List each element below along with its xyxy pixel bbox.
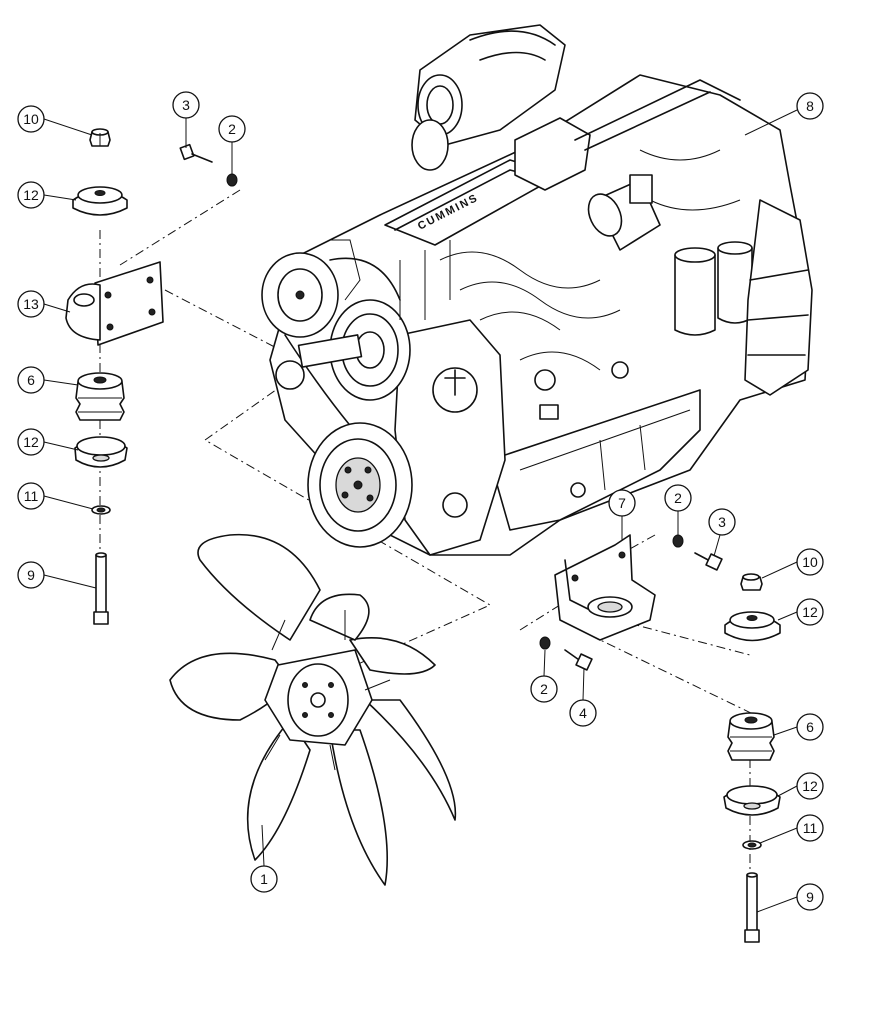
callout-11-right: 11: [759, 814, 824, 844]
callout-2-right-top: 2: [664, 484, 692, 535]
washer-part-12-left-bottom: [74, 436, 128, 468]
svg-text:10: 10: [802, 554, 818, 570]
washer-part-12-left-top: [72, 186, 128, 216]
callout-12-right-bottom: 12: [777, 772, 824, 800]
svg-text:6: 6: [806, 719, 814, 735]
washer-part-11-left: [91, 505, 111, 515]
svg-text:8: 8: [806, 98, 814, 114]
svg-text:4: 4: [579, 705, 587, 721]
svg-text:12: 12: [802, 778, 818, 794]
nut-part-10-right: [740, 573, 763, 591]
callout-3-top: 3: [172, 91, 200, 148]
callout-3-right: 3: [708, 508, 736, 557]
fan-pulley: [275, 299, 411, 401]
callout-4: 4: [569, 667, 597, 727]
isolator-part-6-left: [75, 372, 125, 421]
svg-text:12: 12: [23, 187, 39, 203]
svg-text:2: 2: [674, 490, 682, 506]
svg-text:3: 3: [182, 97, 190, 113]
fuel-filters: [674, 241, 753, 336]
svg-text:12: 12: [23, 434, 39, 450]
svg-text:3: 3: [718, 514, 726, 530]
intake-housing: [514, 117, 591, 191]
nut-part-2-right-top: [672, 534, 684, 548]
washer-part-12-right-top: [724, 611, 781, 642]
svg-text:6: 6: [27, 372, 35, 388]
svg-text:13: 13: [23, 296, 39, 312]
svg-text:1: 1: [260, 871, 268, 887]
callout-6-left: 6: [17, 366, 79, 394]
vibration-damper: [307, 422, 413, 548]
svg-text:11: 11: [803, 820, 818, 836]
callout-9-right: 9: [756, 883, 824, 913]
washer-part-12-right-bottom: [723, 785, 781, 816]
bolt-part-3-top: [179, 143, 213, 163]
svg-text:2: 2: [228, 121, 236, 137]
bracket-part-7: [554, 534, 656, 641]
callout-6-right: 6: [773, 713, 824, 741]
svg-text:7: 7: [618, 495, 626, 511]
callout-7: 7: [608, 489, 636, 540]
bolt-part-3-right: [694, 552, 723, 571]
bolt-part-9-right: [744, 872, 760, 943]
engine-assembly: CUMMINS: [261, 24, 813, 556]
callout-9-left: 9: [17, 561, 97, 589]
callout-12-right-top: 12: [777, 598, 824, 626]
callout-2-top: 2: [218, 115, 246, 174]
svg-text:12: 12: [802, 604, 818, 620]
callout-10-left: 10: [17, 105, 93, 136]
bolt-part-9-left: [93, 552, 109, 625]
nut-part-2-top: [226, 173, 238, 187]
callouts: 10 12 13 6 12 11 9: [17, 91, 824, 913]
alternator: [261, 252, 339, 338]
callout-8: 8: [744, 92, 824, 136]
svg-text:9: 9: [27, 567, 35, 583]
callout-10-right: 10: [761, 548, 824, 579]
nut-part-2-right-bottom: [539, 636, 551, 650]
svg-text:10: 10: [23, 111, 39, 127]
fan-part-1: [169, 533, 457, 886]
callout-2-lower: 2: [530, 649, 558, 703]
callout-12-left-top: 12: [17, 181, 77, 209]
svg-text:2: 2: [540, 681, 548, 697]
callout-13: 13: [17, 290, 71, 318]
bolt-part-4: [564, 649, 593, 671]
callout-1: 1: [250, 824, 278, 893]
bracket-part-13: [65, 261, 164, 346]
svg-text:9: 9: [806, 889, 814, 905]
callout-12-left-bottom: 12: [17, 428, 79, 456]
washer-part-11-right: [742, 840, 762, 850]
svg-text:11: 11: [24, 488, 39, 504]
left-mount-stack: [65, 128, 164, 625]
callout-11-left: 11: [17, 482, 94, 510]
flywheel-housing: [744, 199, 813, 396]
isolator-part-6-right: [727, 712, 775, 761]
nut-part-10-left: [89, 128, 111, 147]
turbocharger: [411, 24, 566, 171]
